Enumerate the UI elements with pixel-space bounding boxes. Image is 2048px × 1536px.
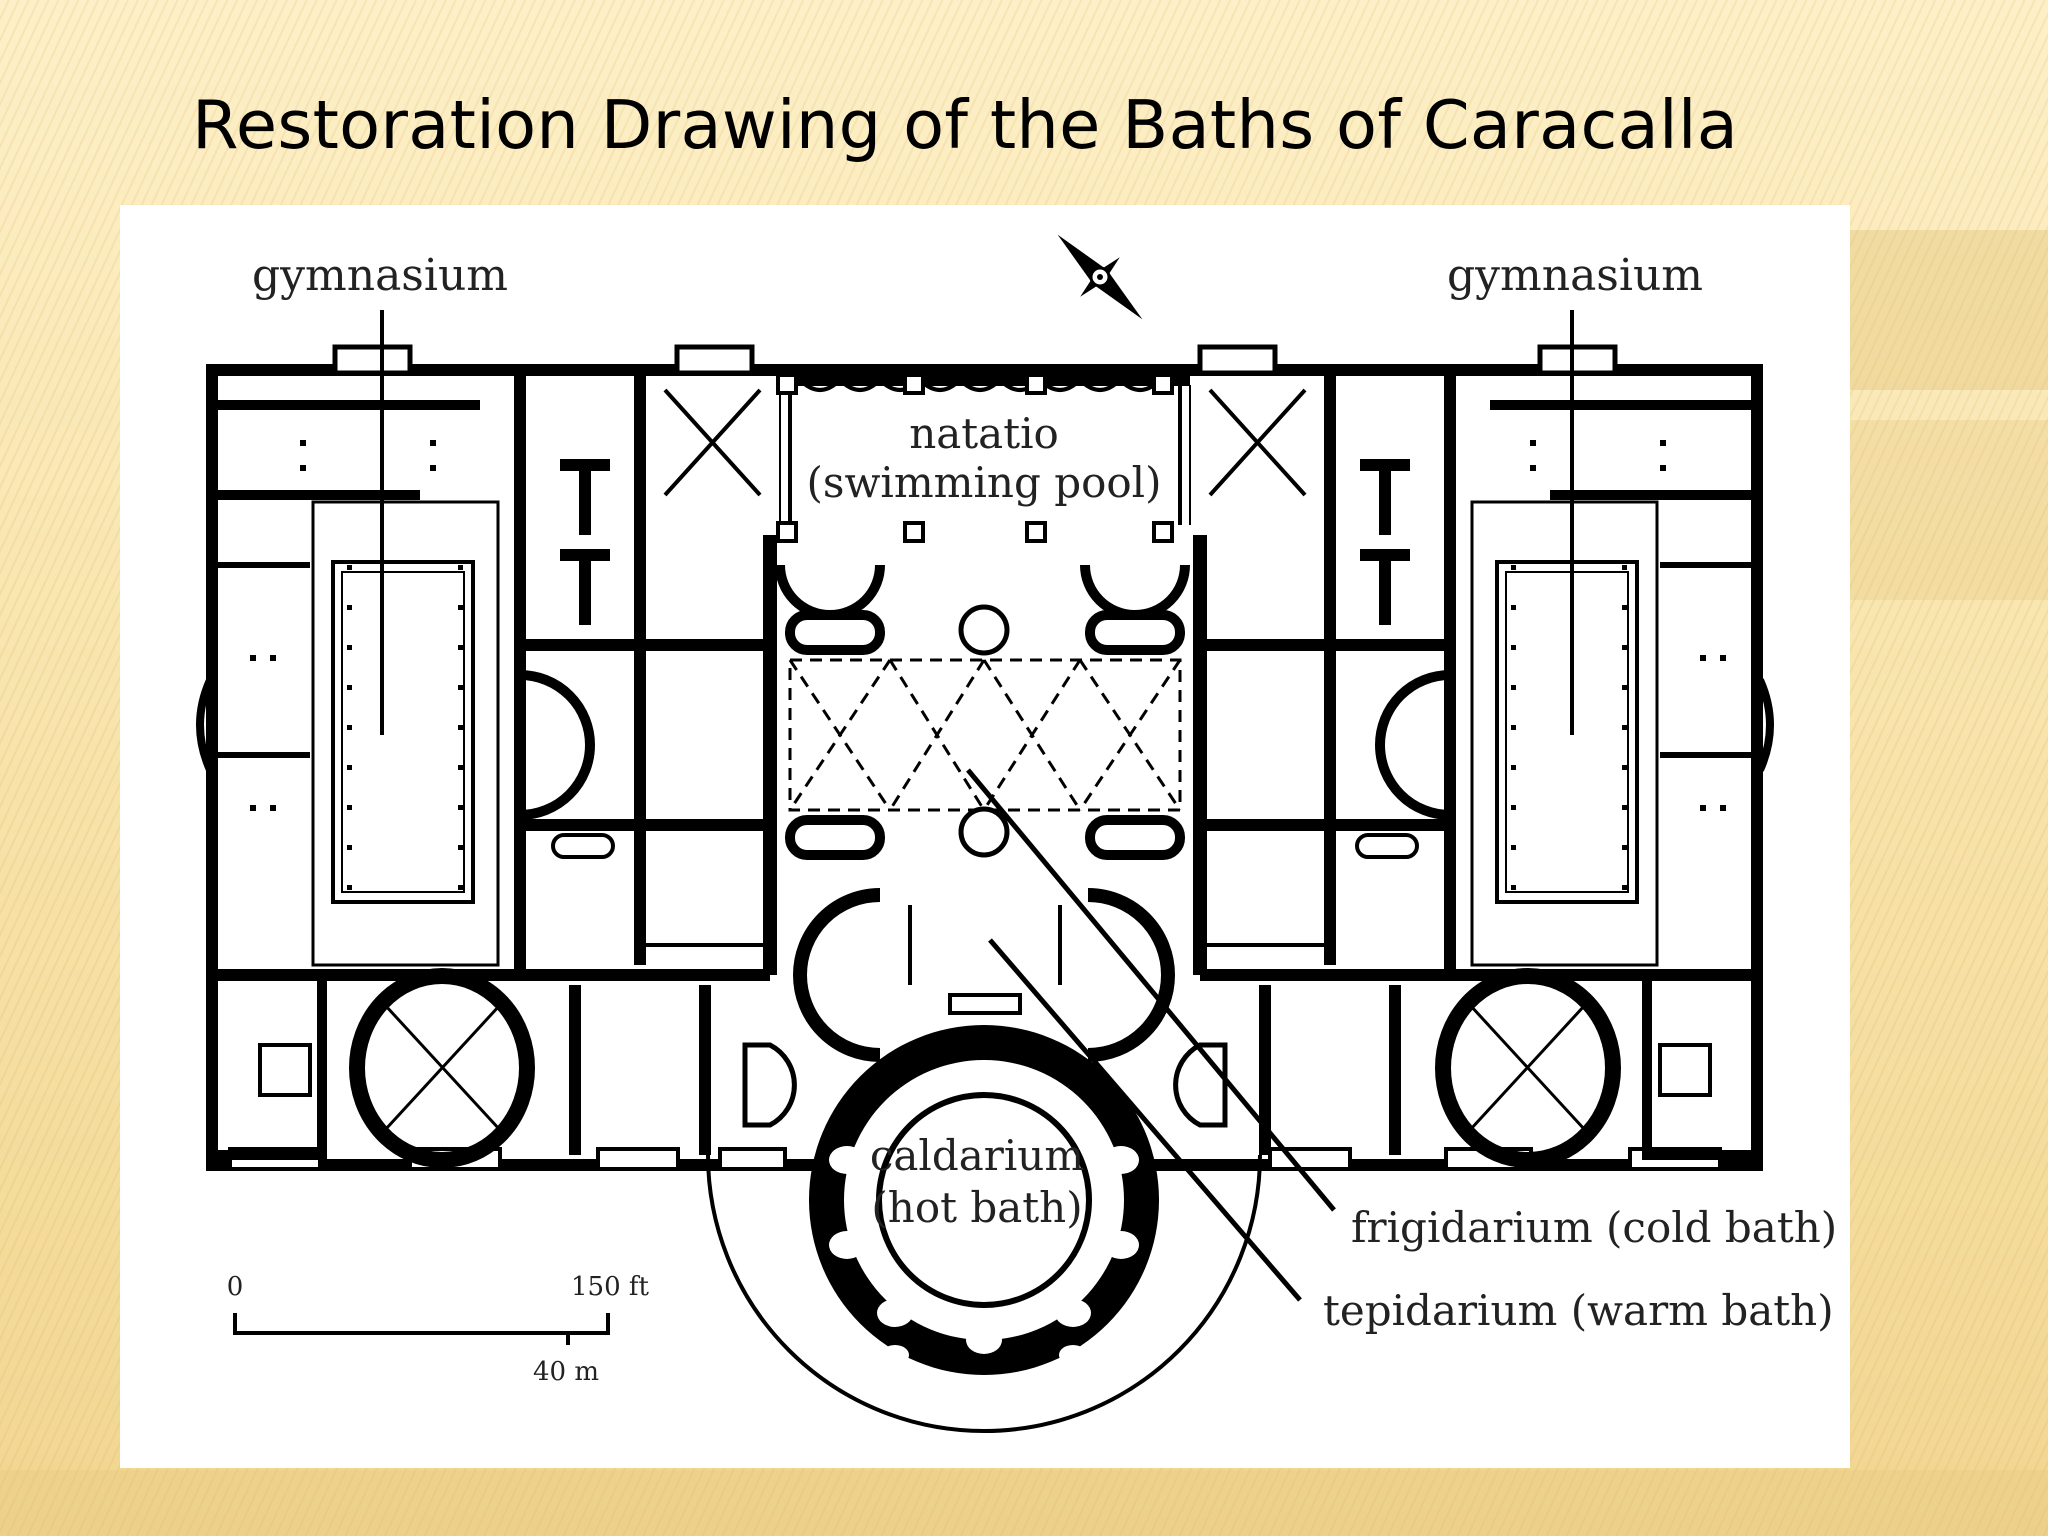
north-arrow-icon bbox=[1057, 234, 1143, 320]
leader-line-tepidarium bbox=[988, 938, 1302, 1302]
label-caldarium: caldarium bbox=[870, 1131, 1084, 1180]
label-gymnasium-right: gymnasium bbox=[1447, 250, 1703, 301]
scale-bar bbox=[233, 1313, 610, 1345]
label-swimming-pool: (swimming pool) bbox=[807, 458, 1162, 507]
central-hall bbox=[763, 535, 1207, 975]
colonnade-dots bbox=[250, 440, 1726, 890]
right-wing-walls-detail bbox=[1208, 388, 1451, 859]
label-tepidarium: tepidarium (warm bath) bbox=[1323, 1286, 1834, 1335]
bottom-rooms-right bbox=[1173, 968, 1621, 1168]
decorative-band bbox=[1850, 420, 2048, 600]
floor-plan-panel: gymnasium gymnasium natatio (swimming po… bbox=[120, 205, 1850, 1468]
bottom-rooms-left bbox=[349, 968, 797, 1168]
label-natatio: natatio bbox=[909, 409, 1059, 458]
natatio-piers bbox=[776, 373, 1174, 543]
scale-label-meters: 40 m bbox=[533, 1357, 599, 1387]
label-gymnasium-left: gymnasium bbox=[252, 250, 508, 301]
caldarium bbox=[706, 1025, 1262, 1433]
slide-title: Restoration Drawing of the Baths of Cara… bbox=[192, 86, 1739, 164]
natatio bbox=[779, 374, 1191, 525]
left-wing-walls bbox=[514, 370, 770, 975]
left-gymnasium bbox=[196, 400, 520, 1160]
leader-line-frigidarium bbox=[966, 768, 1336, 1212]
tepidarium bbox=[520, 888, 1450, 1062]
scale-label-feet: 150 ft bbox=[571, 1272, 650, 1302]
scale-label-zero: 0 bbox=[227, 1272, 244, 1302]
natatio-label-bg bbox=[817, 405, 1151, 515]
decorative-band bbox=[0, 1470, 2048, 1536]
left-wing-walls-detail bbox=[519, 388, 762, 859]
floor-plan-drawing: gymnasium gymnasium natatio (swimming po… bbox=[196, 234, 1837, 1433]
decorative-band bbox=[1850, 230, 2048, 390]
label-hot-bath: (hot bath) bbox=[871, 1183, 1082, 1232]
right-wing-walls bbox=[1200, 370, 1456, 975]
label-frigidarium: frigidarium (cold bath) bbox=[1351, 1203, 1837, 1252]
right-gymnasium bbox=[1450, 400, 1774, 1160]
top-entrances bbox=[332, 344, 1618, 376]
